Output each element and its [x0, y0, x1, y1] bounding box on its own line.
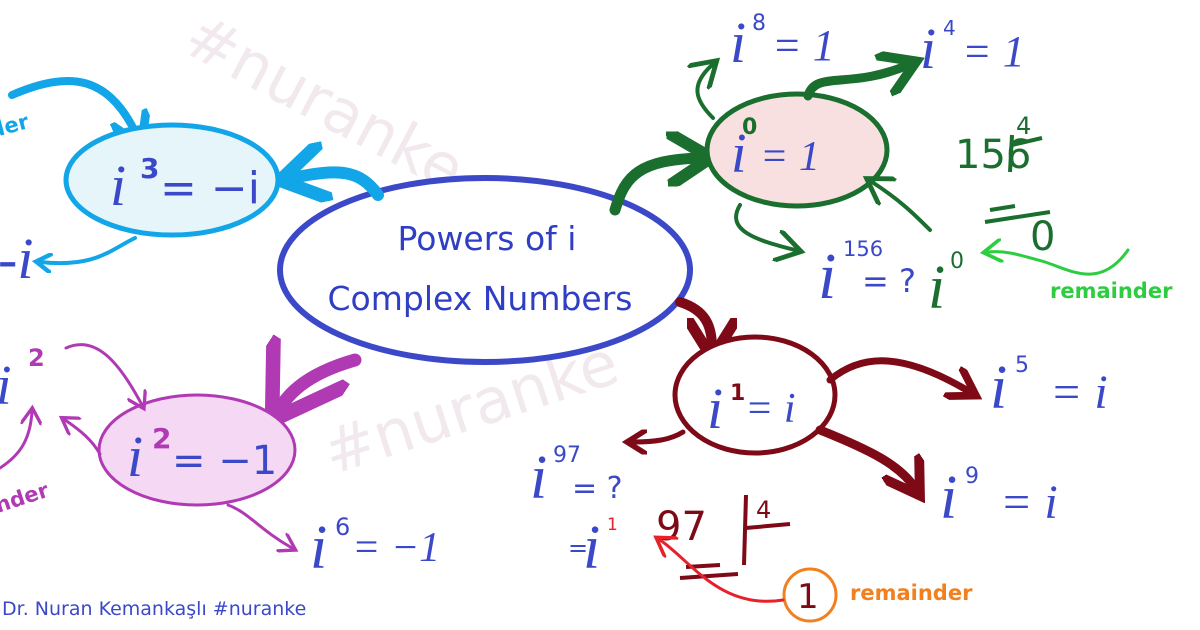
i6-base: i: [310, 514, 327, 582]
arrow-i0-to-i4: [803, 65, 908, 101]
arrow-i1-to-i5: [826, 357, 970, 392]
i2-left-exponent: 2: [28, 344, 45, 372]
i97-answer-exponent: 1: [607, 515, 618, 535]
branch-i0: i 0 = 1 i 8 = 1 i 4 = 1 i 156 = ? i 0 15…: [609, 10, 1173, 322]
i8-exponent: 8: [752, 11, 766, 36]
remainder-circle: [782, 567, 838, 623]
arrow-center-to-i3: [292, 172, 384, 195]
arrow-i0-to-i8: [697, 65, 713, 120]
i156-base: i: [818, 240, 836, 313]
arrow-remainder-to-i2left: [0, 412, 32, 470]
i4-rhs: = 1: [962, 27, 1025, 76]
i2-left-base: i: [0, 355, 12, 417]
i5-base: i: [990, 354, 1007, 422]
center-ellipse: [277, 175, 693, 365]
arrow-center-to-i0: [609, 158, 700, 216]
divisor-4-97: 4: [756, 496, 771, 524]
i9-base: i: [940, 464, 957, 532]
i9-exponent: 9: [965, 464, 979, 489]
division-bar-97: [742, 494, 748, 566]
branch-i3: i 3 = −i -i der: [0, 76, 384, 291]
i1-exponent: 1: [730, 381, 745, 406]
i97-rhs: = ?: [572, 471, 623, 506]
i3-exponent: 3: [140, 152, 159, 185]
i2-base: i: [127, 424, 143, 489]
i3-base: i: [110, 153, 126, 218]
i1-base: i: [707, 376, 723, 441]
title-line1: Powers of i: [398, 219, 577, 258]
arrow-i1-to-i9: [815, 425, 915, 488]
arrow-i2-to-left: [65, 420, 102, 456]
arrow-i2-to-i6: [226, 503, 292, 548]
arrow-center-to-i2: [282, 360, 362, 405]
i0-rhs: = 1: [760, 134, 820, 180]
i1-rhs: = i: [745, 386, 796, 432]
arrow-center-to-i1: [675, 297, 712, 348]
arrow-i3-to-left: [40, 236, 137, 263]
i156-rhs: = ?: [862, 262, 916, 300]
subtraction-line-97: [679, 572, 739, 580]
i2-exponent: 2: [152, 422, 171, 455]
minus-stroke: [989, 204, 1016, 212]
i97-base: i: [530, 444, 547, 512]
left-minus-i: -i: [0, 226, 33, 291]
title-line2: Complex Numbers: [328, 279, 633, 318]
arrow-i0-to-i156: [734, 203, 795, 250]
i0-ellipse: [704, 91, 890, 209]
i3-ellipse: [63, 122, 281, 238]
i6-rhs: = −1: [352, 525, 440, 571]
center-node: Powers of i Complex Numbers: [277, 175, 693, 365]
i5-exponent: 5: [1015, 353, 1029, 378]
arrow-remainder-to-i3: [8, 76, 138, 138]
branch-i2: i 2 = −1 i 6 = −1 i 2 nder: [0, 344, 440, 582]
division-156-by-4: 156 4 0: [955, 112, 1055, 260]
branch-i1: i 1 = i i 5 = i i 9 = i i 97 = ? = i 1 9…: [530, 297, 1108, 623]
i8-rhs: = 1: [772, 21, 835, 70]
remainder-label-blue: der: [0, 109, 32, 143]
arrow-i1-to-i97: [632, 432, 686, 442]
i8-base: i: [730, 10, 746, 75]
i3-rhs: = −i: [160, 163, 260, 214]
i4-base: i: [920, 16, 936, 81]
division-line: [1011, 136, 1043, 147]
arrow-i2left-to-i2: [64, 343, 142, 405]
i9-rhs: = i: [1000, 476, 1058, 529]
i97-exponent: 97: [553, 443, 581, 468]
i97-answer-prefix: =: [568, 534, 588, 562]
i4-exponent: 4: [943, 16, 956, 40]
arrow-remainder-to-exponent-97: [660, 540, 785, 603]
division-line-97: [745, 522, 791, 530]
i5-rhs: = i: [1050, 366, 1108, 419]
i156-exponent: 156: [843, 237, 883, 261]
divisor-4: 4: [1016, 112, 1031, 140]
arrow-remainder-to-exponent: [988, 250, 1130, 276]
division-97-by-4: 97 4 1: [656, 494, 838, 623]
remainder-label-green: remainder: [1050, 279, 1173, 303]
i2-rhs: = −1: [172, 438, 277, 484]
subtraction-line: [984, 210, 1051, 224]
i97-answer-base: i: [583, 514, 600, 582]
remainder-1: 1: [797, 577, 819, 617]
i156-answer-base: i: [928, 254, 945, 322]
dividend-156: 156: [955, 132, 1031, 178]
arrow-i156-to-i0: [872, 182, 932, 232]
division-bar: [1008, 134, 1014, 173]
author-credit: Dr. Nuran Kemankaşlı #nuranke: [2, 598, 307, 620]
i6-exponent: 6: [335, 513, 350, 541]
remainder-0: 0: [1030, 214, 1055, 260]
i1-ellipse: [672, 334, 838, 456]
i0-exponent: 0: [742, 115, 757, 140]
remainder-label-purple: nder: [0, 478, 52, 518]
remainder-label-orange: remainder: [850, 581, 973, 605]
i0-base: i: [731, 123, 747, 185]
i156-answer-exponent: 0: [950, 249, 964, 274]
